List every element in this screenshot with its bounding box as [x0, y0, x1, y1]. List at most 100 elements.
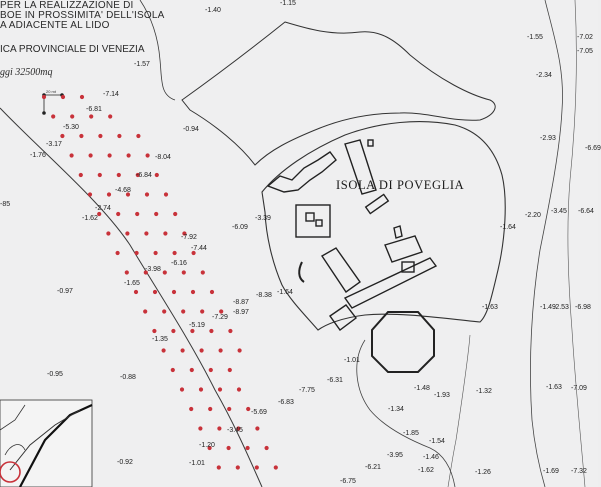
mooring-buoy [106, 231, 111, 236]
coastline-upper [139, 0, 176, 101]
mooring-buoy [98, 133, 103, 139]
island-north-outline [181, 21, 496, 166]
depth-sounding: -5.30 [63, 124, 79, 131]
depth-sounding: -1.69 [543, 468, 559, 475]
mooring-buoy [208, 406, 213, 412]
mooring-buoy [89, 114, 94, 119]
depth-sounding: -5.69 [251, 409, 267, 416]
mooring-buoy [41, 94, 47, 100]
depth-sounding: -8.87 [233, 299, 249, 306]
shoal-contour [356, 339, 456, 487]
depth-sounding: -6.21 [365, 464, 381, 471]
mooring-buoy [227, 406, 232, 412]
mooring-buoy [144, 192, 150, 197]
mooring-buoy [235, 465, 240, 470]
mooring-buoy [171, 328, 176, 334]
mooring-buoy [116, 172, 121, 178]
depth-sounding: -1.40 [205, 7, 221, 14]
depth-sounding: -6.98 [575, 304, 591, 311]
depth-sounding: -7.02 [577, 34, 593, 41]
mooring-buoy [79, 94, 85, 100]
mooring-buoy [161, 348, 166, 353]
mooring-buoy [126, 153, 131, 158]
depth-sounding: -8.04 [155, 154, 171, 161]
mooring-buoy [170, 367, 175, 373]
channel-east-2 [567, 0, 586, 487]
depth-sounding: -5.19 [189, 322, 205, 329]
depth-sounding: -1.57 [134, 61, 150, 68]
depth-sounding: -7.44 [191, 245, 207, 252]
depth-sounding: -7.09 [571, 385, 587, 392]
depth-sounding: -1.63 [546, 384, 562, 391]
depth-sounding: -6.31 [327, 377, 343, 384]
mooring-buoy [199, 348, 204, 353]
inset-locator-map [0, 399, 93, 487]
title-line-3: A ADIACENTE AL LIDO [0, 20, 110, 31]
depth-sounding: -6.69 [585, 145, 601, 152]
mooring-buoy [264, 445, 269, 451]
depth-sounding: -6.75 [340, 478, 356, 485]
mooring-buoy [200, 270, 205, 275]
mooring-buoy [60, 133, 65, 139]
depth-sounding: -2.93 [540, 135, 556, 142]
mooring-buoy [144, 231, 149, 236]
depth-sounding: -1.85 [403, 430, 419, 437]
depth-sounding: -0.95 [47, 371, 63, 378]
depth-sounding: -7.14 [103, 91, 119, 98]
depth-sounding: -0.88 [120, 374, 136, 381]
mooring-buoy [97, 172, 102, 178]
mooring-buoy [106, 192, 112, 197]
mooring-buoy [172, 250, 177, 256]
mooring-buoy [152, 328, 157, 334]
mooring-buoy [143, 309, 148, 314]
mooring-buoy [60, 94, 66, 100]
mooring-buoy [107, 153, 112, 158]
mooring-buoy [133, 289, 139, 295]
depth-sounding: -7.29 [212, 314, 228, 321]
depth-sounding: -1.34 [388, 406, 404, 413]
mooring-buoy [163, 192, 169, 197]
depth-sounding: -2.74 [95, 205, 111, 212]
depth-sounding: -1.65 [124, 280, 140, 287]
mooring-buoy [207, 445, 212, 451]
mooring-buoy [134, 250, 139, 256]
mooring-buoy [78, 172, 83, 178]
depth-sounding: -1.63 [482, 304, 498, 311]
depth-sounding: -6.16 [171, 260, 187, 267]
scale-bar [42, 93, 64, 115]
mooring-buoy [236, 387, 242, 392]
mooring-buoy [208, 367, 213, 373]
depth-sounding: -2.34 [536, 72, 552, 79]
mooring-buoy [218, 348, 223, 353]
depth-sounding: -0.92 [117, 459, 133, 466]
mooring-buoy [171, 289, 177, 295]
mooring-buoy [87, 192, 93, 197]
depth-sounding: -6.09 [232, 224, 248, 231]
mooring-buoy [162, 270, 167, 275]
depth-sounding: -1.55 [527, 34, 543, 41]
mooring-buoy [117, 133, 122, 139]
mooring-buoy [143, 270, 148, 275]
mooring-buoy [162, 309, 167, 314]
mooring-buoy [179, 387, 185, 392]
mooring-buoy [189, 406, 194, 412]
depth-sounding: -1.01 [344, 357, 360, 364]
mooring-buoy [245, 445, 250, 451]
mooring-buoy [135, 211, 140, 217]
depth-sounding: -1.64 [277, 289, 293, 296]
mooring-buoy [124, 270, 129, 275]
mooring-buoy [237, 348, 242, 353]
mooring-buoy [135, 172, 140, 178]
mooring-buoy [181, 270, 186, 275]
mooring-buoy [125, 192, 131, 197]
mooring-buoy [189, 367, 194, 373]
depth-sounding: -1.01 [189, 460, 205, 467]
mooring-buoy [181, 309, 186, 314]
mooring-buoy [217, 387, 223, 392]
depth-sounding: -3.17 [46, 141, 62, 148]
authority-label: ICA PROVINCIALE DI VENEZIA [0, 44, 145, 55]
mooring-buoy [228, 328, 233, 334]
area-label: ggi 32500mq [0, 67, 53, 78]
